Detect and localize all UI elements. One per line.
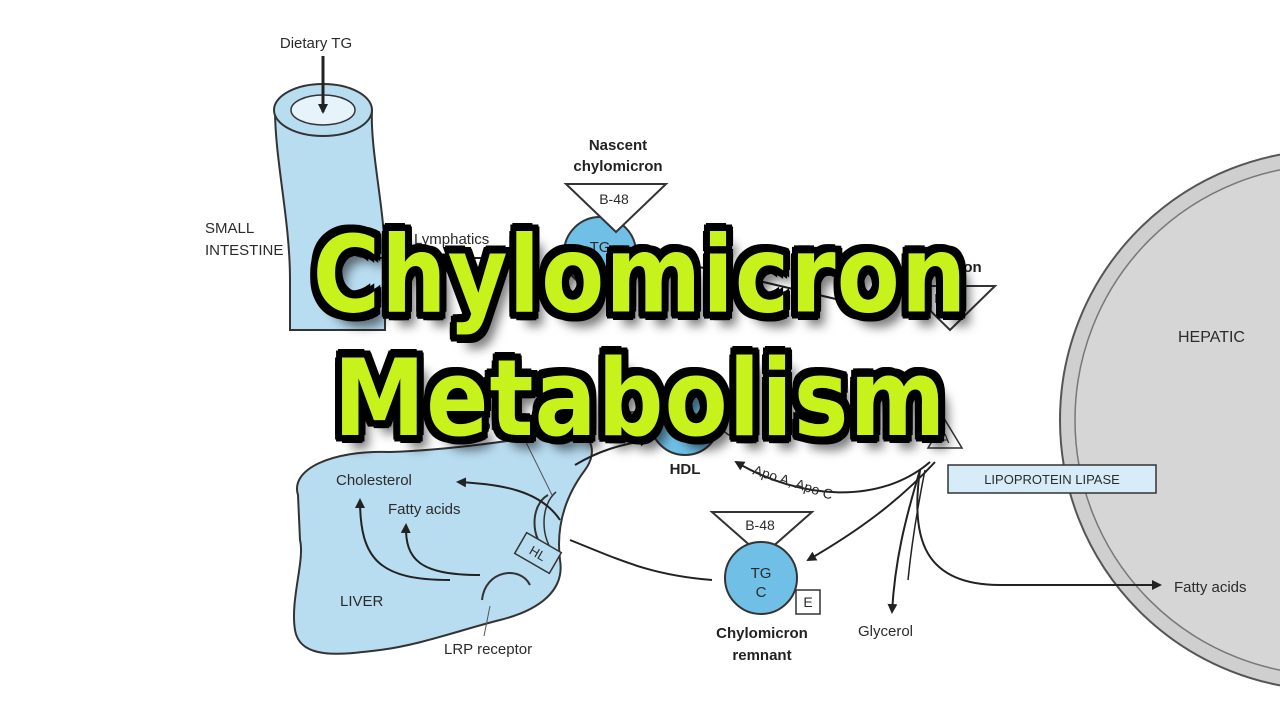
nascent-tg-label: TG (590, 239, 611, 256)
right-a-label: A (941, 431, 950, 446)
remnant-to-liver-arrow (569, 539, 713, 581)
lipase-to-glycerol-arrow (887, 469, 921, 614)
fatty-acids-right-label: Fatty acids (1174, 579, 1247, 596)
small-label: SMALL (205, 220, 254, 237)
intestine-label: INTESTINE (205, 242, 283, 259)
liver-label: LIVER (340, 593, 384, 610)
receptor-label: receptor (444, 417, 496, 433)
liver-arrow-fatty-acids (400, 523, 481, 576)
remnant-b48-apoprotein (709, 511, 815, 558)
nascent-a-label: A (558, 288, 567, 303)
remnant-tg-label: TG (751, 565, 772, 582)
nascent-to-mature-arrow (677, 261, 841, 301)
chylomicron-remnant: B-48 TG C E Chylomicron remnant (709, 511, 821, 664)
hdl-c-apoprotein (719, 402, 755, 438)
apo-arrow (734, 460, 931, 494)
liver (293, 430, 593, 655)
peripheral-tissue (1059, 153, 1280, 687)
mature-b48-label: B-48 (934, 291, 961, 306)
cholesterol-label: Cholesterol (336, 472, 412, 489)
lymphatics-label: Lymphatics (414, 231, 489, 248)
lipase-to-remnant-arrow (806, 461, 936, 561)
hdl-square (615, 411, 647, 435)
mature-b48-apoprotein (902, 285, 998, 332)
nascent-chylomicron: Nascent chylomicron B-48 TG C A (544, 137, 669, 307)
lrp-receptor-label: LRP receptor (444, 641, 532, 658)
lipase-branch-line (907, 469, 926, 581)
nascent-label-1: Nascent (589, 137, 647, 154)
nascent-label-2: chylomicron (573, 158, 662, 175)
hdl-pc-label: PC (670, 412, 689, 428)
nascent-a-apoprotein (544, 274, 580, 307)
remnant-e-label: E (803, 594, 812, 610)
lipoprotein-lipase-box (947, 464, 1157, 494)
title-banner: Chylomicron Metabolism (0, 214, 1280, 460)
hepatic-label: HEPATIC (1178, 329, 1245, 346)
receptor-pointer-line (519, 429, 553, 496)
dietary-tg-label: Dietary TG (280, 35, 352, 52)
lrp-pointer-line (483, 605, 491, 637)
lipase-to-fatty-acids-arrow (916, 469, 1162, 590)
liver-arrow-cholesterol (355, 498, 451, 581)
right-a-apoprotein (926, 418, 964, 449)
remnant-label-2: remnant (732, 647, 791, 664)
page-title: Chylomicron Metabolism (312, 213, 968, 461)
remnant-label-1: Chylomicron (716, 625, 808, 642)
lrp-receptor (481, 572, 531, 601)
nascent-c-label: C (595, 258, 606, 275)
glycerol-label: Glycerol (858, 623, 913, 640)
liver-to-hdl-arrow (574, 436, 650, 466)
lipoprotein-lipase-label: LIPOPROTEIN LIPASE (984, 472, 1120, 487)
fatty-acids-liver-label: Fatty acids (388, 501, 461, 518)
lymphatics-arrow (337, 231, 532, 263)
nascent-b48-apoprotein (563, 183, 669, 234)
remnant-e-apoprotein (795, 589, 821, 615)
nascent-b48-label: B-48 (599, 191, 629, 207)
remnant-particle (724, 541, 798, 615)
hdl-particle-group: receptor PC C HDL (444, 384, 755, 478)
apo-label: Apo A, Apo C (751, 462, 835, 503)
hdl-c-label: C (732, 413, 741, 428)
hl-label: HL (527, 543, 549, 564)
liver-arrow-cholesterol-top (456, 477, 561, 521)
hepatic-lipase: HL (513, 531, 563, 575)
remnant-c-label: C (756, 584, 767, 601)
remnant-b48-label: B-48 (745, 517, 775, 533)
hdl-label: HDL (670, 461, 701, 478)
mature-chylomicron: Chylomicron B-48 (890, 259, 998, 332)
mature-chylomicron-label: Chylomicron (890, 259, 982, 276)
